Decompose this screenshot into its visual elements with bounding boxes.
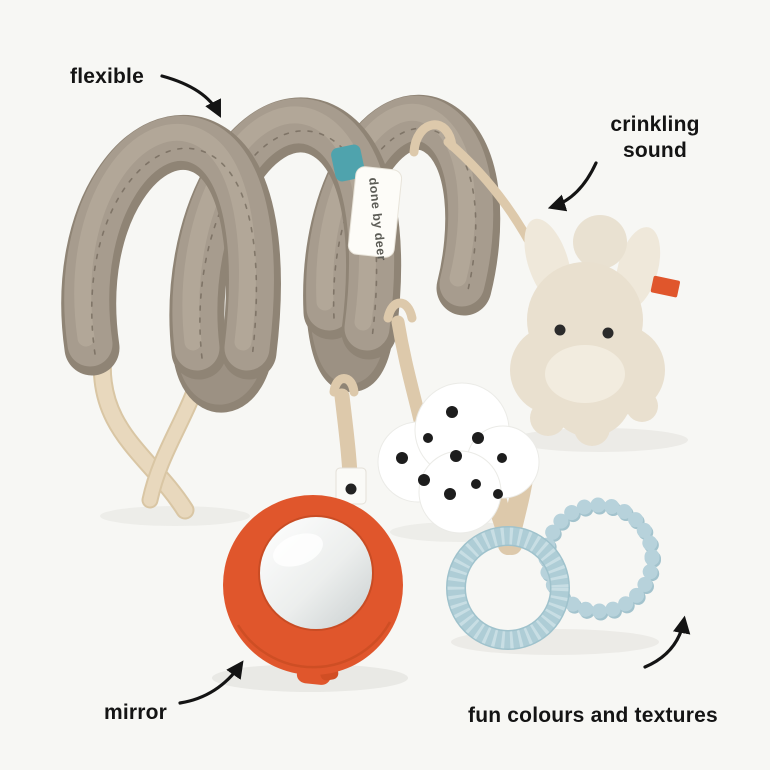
deer-side-tag	[650, 275, 680, 298]
annotation-arrows	[160, 74, 691, 705]
deer-muzzle	[545, 345, 625, 403]
scalloped-teething-ring	[446, 526, 570, 650]
mirror-toy	[223, 495, 403, 685]
arrow-flexible	[160, 74, 221, 118]
deer-eye	[554, 324, 566, 336]
hanging-strap	[409, 120, 457, 157]
cloud-rattle	[377, 382, 540, 534]
label-fun-colours: fun colours and textures	[468, 704, 718, 727]
label-crinkling-sound: crinkling sound	[610, 113, 700, 163]
hanging-strap	[329, 374, 359, 397]
arrow-fun-colours	[643, 615, 691, 669]
brand-tag: done by deer	[347, 166, 403, 262]
label-mirror: mirror	[104, 701, 168, 724]
fabric-ties	[92, 293, 218, 520]
arrow-mirror	[178, 660, 244, 705]
deer-eye	[602, 327, 614, 339]
teething-rings	[446, 497, 661, 650]
label-flexible: flexible	[70, 65, 144, 88]
mirror-face	[258, 515, 374, 631]
hanging-strap	[383, 298, 417, 323]
deer-plush	[510, 215, 680, 446]
polka-dots	[396, 406, 507, 500]
arrow-crinkling-sound	[547, 161, 598, 212]
